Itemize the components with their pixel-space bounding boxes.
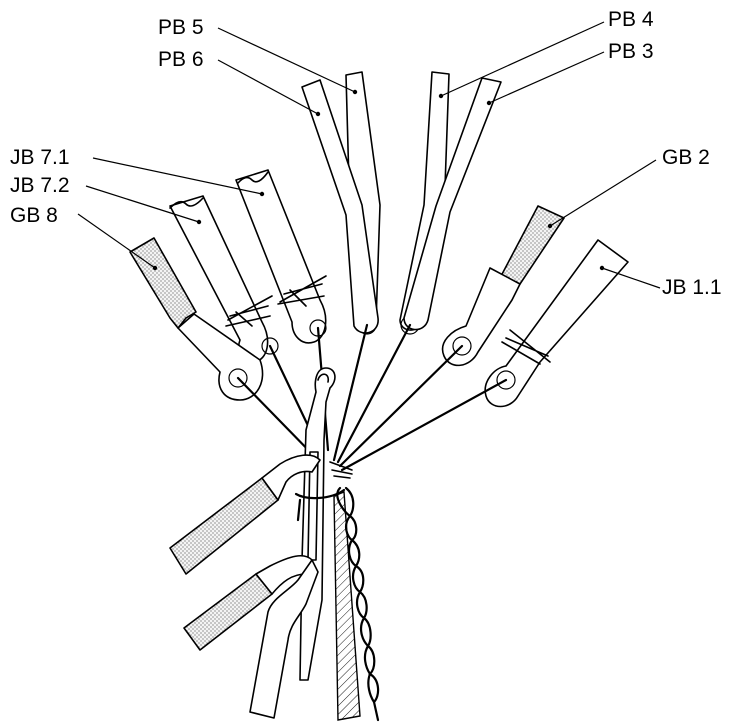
needle (299, 367, 336, 681)
label-pb3: PB 3 (608, 40, 654, 63)
guide-bar-gb2 (441, 205, 565, 367)
label-pb6: PB 6 (158, 48, 204, 71)
fabric-chain (336, 486, 380, 722)
needle-loop (294, 488, 346, 522)
guide-bar-jb11 (484, 239, 629, 408)
label-gb8: GB 8 (10, 204, 58, 227)
stitch-comb-bar (249, 559, 319, 719)
holding-sinker-lower (183, 554, 313, 651)
label-jb72: JB 7.2 (10, 174, 70, 197)
holding-sinker-upper (169, 454, 321, 575)
label-jb11: JB 1.1 (662, 276, 722, 299)
leader-lines (77, 21, 661, 289)
guide-bar-gb8 (129, 237, 264, 401)
label-gb2: GB 2 (662, 146, 710, 169)
guide-bar-jb71 (235, 169, 327, 344)
label-pb4: PB 4 (608, 8, 654, 31)
label-pb5: PB 5 (158, 16, 204, 39)
label-jb71: JB 7.1 (10, 146, 70, 169)
